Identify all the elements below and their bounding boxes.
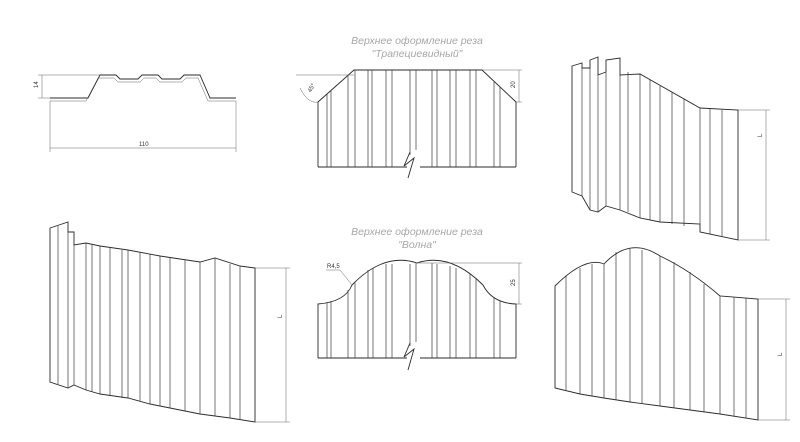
trapezoid-length-label: L (758, 133, 764, 137)
wave-top-drawing: Верхнее оформление реза "Волна" R4,5 25 (317, 226, 522, 371)
trapezoid-caption-line2: "Трапециевидный" (372, 48, 464, 60)
trapezoid-rise-label: 20 (511, 81, 517, 88)
trapezoid-perspective-view: L (571, 56, 770, 241)
wave-caption-line2: "Волна" (398, 239, 437, 251)
wave-perspective-view: L (554, 247, 790, 421)
trapezoid-top-drawing: Верхнее оформление реза "Трапециевидный"… (296, 35, 522, 179)
wave-length-label: L (778, 352, 784, 356)
large-perspective-view: L (49, 221, 290, 423)
wave-caption-line1: Верхнее оформление реза (351, 226, 483, 238)
profile-cross-section: 14 110 (34, 74, 237, 152)
profile-height-label: 14 (34, 81, 40, 88)
large-sheet-length-label: L (278, 314, 284, 318)
trapezoid-caption-line1: Верхнее оформление реза (351, 35, 483, 47)
wave-radius-label: R4,5 (327, 264, 340, 270)
trapezoid-angle-label: 45° (307, 82, 317, 93)
wave-rise-label: 25 (511, 279, 517, 286)
profile-width-label: 110 (139, 142, 149, 148)
